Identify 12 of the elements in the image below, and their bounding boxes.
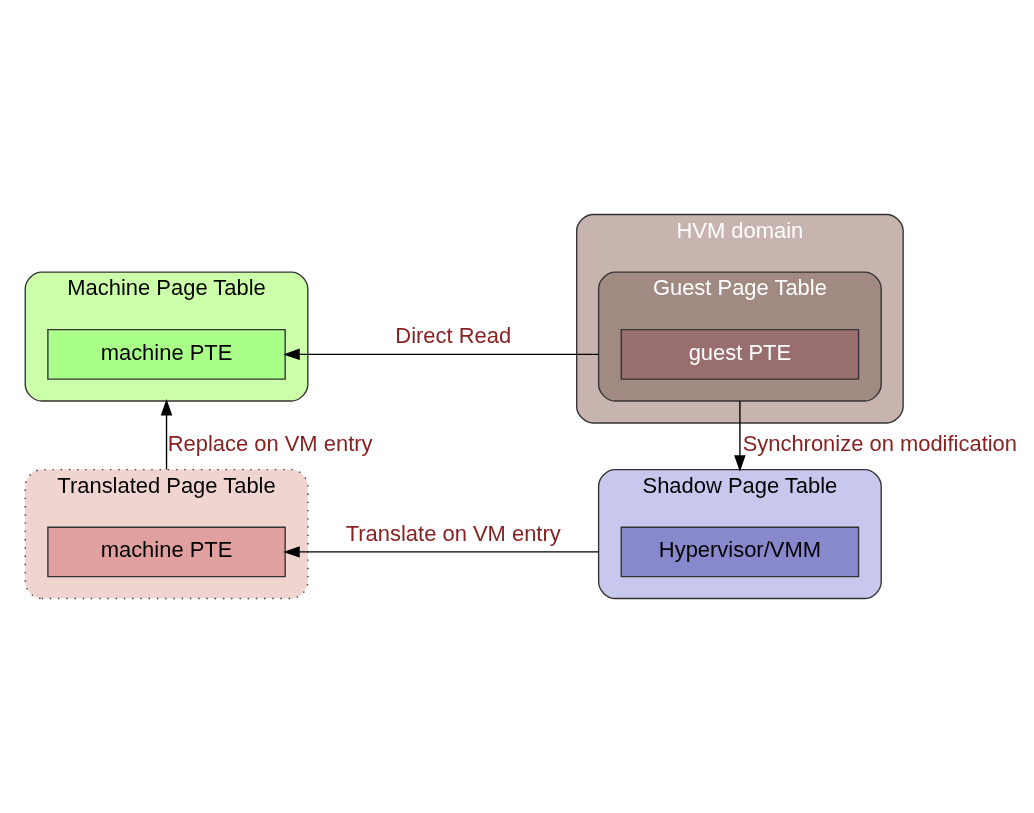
- arrow: [283, 546, 600, 558]
- node-box: Hypervisor/VMM: [620, 526, 860, 578]
- node-box: machine PTE: [47, 526, 286, 578]
- node-box: machine PTE: [47, 329, 286, 380]
- arrow: [283, 348, 600, 361]
- edge-label: Direct Read: [395, 323, 512, 349]
- edge-label: Translate on VM entry: [345, 520, 561, 546]
- edge-label: Synchronize on modification: [742, 431, 1018, 457]
- edge-label: Replace on VM entry: [167, 431, 373, 457]
- node-box: guest PTE: [620, 329, 860, 380]
- arrow: [734, 400, 746, 472]
- arrow: [160, 398, 173, 471]
